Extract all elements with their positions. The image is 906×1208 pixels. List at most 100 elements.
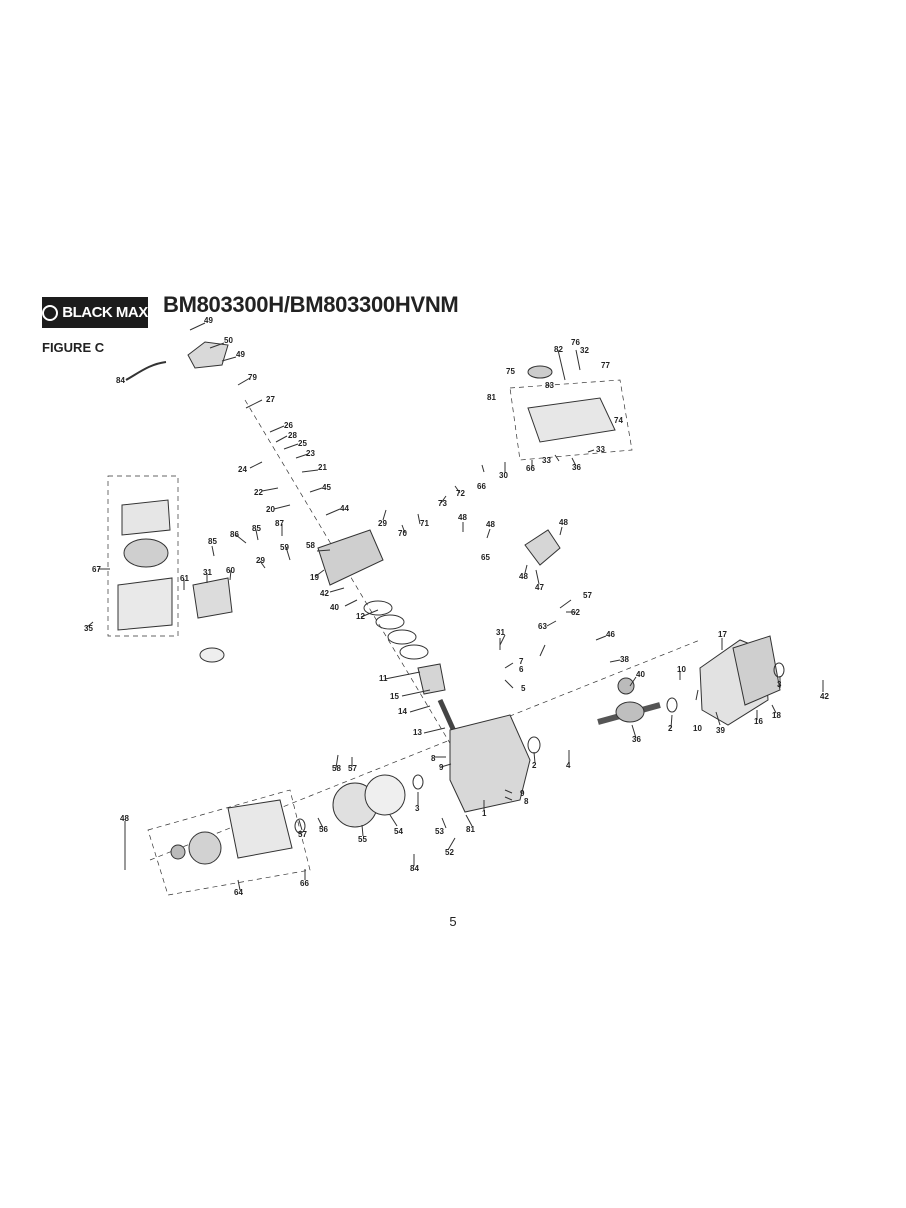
- callout-label: 49: [204, 316, 213, 325]
- callout-label: 72: [456, 489, 465, 498]
- callout-label: 70: [398, 529, 407, 538]
- callout-label: 65: [481, 553, 490, 562]
- callout-label: 85: [252, 524, 261, 533]
- callout-label: 52: [445, 848, 454, 857]
- callout-label: 40: [636, 670, 645, 679]
- callout-label: 54: [394, 827, 403, 836]
- callout-label: 56: [319, 825, 328, 834]
- callout-label: 21: [318, 463, 327, 472]
- callout-label: 66: [526, 464, 535, 473]
- callout-label: 48: [559, 518, 568, 527]
- callout-label: 82: [554, 345, 563, 354]
- callout-label: 17: [718, 630, 727, 639]
- callout-label: 44: [340, 504, 349, 513]
- callout-label: 76: [571, 338, 580, 347]
- callout-label: 79: [248, 373, 257, 382]
- callout-label: 48: [519, 572, 528, 581]
- callout-label: 38: [620, 655, 629, 664]
- callout-label: 57: [298, 830, 307, 839]
- callout-label: 74: [614, 416, 623, 425]
- callout-label: 36: [572, 463, 581, 472]
- callout-label: 58: [306, 541, 315, 550]
- callout-label: 22: [254, 488, 263, 497]
- callout-label: 60: [226, 566, 235, 575]
- callout-label: 31: [203, 568, 212, 577]
- callout-label: 3: [777, 680, 782, 689]
- callout-label: 86: [230, 530, 239, 539]
- callout-label: 42: [820, 692, 829, 701]
- callout-label: 63: [538, 622, 547, 631]
- callout-label: 55: [358, 835, 367, 844]
- callout-label: 9: [439, 763, 444, 772]
- callout-label: 4: [566, 761, 571, 770]
- brand-logo: BLACK MAX: [42, 297, 148, 328]
- callout-label: 58: [332, 764, 341, 773]
- callout-label: 25: [298, 439, 307, 448]
- callout-label: 15: [390, 692, 399, 701]
- callout-label: 61: [180, 574, 189, 583]
- callout-label: 33: [596, 445, 605, 454]
- callout-label: 7: [519, 657, 524, 666]
- callout-label: 29: [378, 519, 387, 528]
- callout-label: 48: [458, 513, 467, 522]
- callout-label: 6: [519, 665, 524, 674]
- callout-label: 1: [482, 809, 487, 818]
- callout-label: 13: [413, 728, 422, 737]
- callout-label: 67: [92, 565, 101, 574]
- callout-label: 75: [506, 367, 515, 376]
- callout-label: 83: [545, 381, 554, 390]
- callout-label: 10: [693, 724, 702, 733]
- callout-label: 42: [320, 589, 329, 598]
- callout-label: 50: [224, 336, 233, 345]
- callout-label: 48: [120, 814, 129, 823]
- callout-label: 18: [772, 711, 781, 720]
- callout-label: 46: [606, 630, 615, 639]
- callout-label: 12: [356, 612, 365, 621]
- callout-label: 57: [348, 764, 357, 773]
- logo-text: BLACK MAX: [62, 304, 148, 321]
- callout-label: 16: [754, 717, 763, 726]
- callout-label: 39: [716, 726, 725, 735]
- callout-label: 66: [477, 482, 486, 491]
- callout-label: 2: [668, 724, 673, 733]
- callout-label: 33: [542, 456, 551, 465]
- callout-label: 47: [535, 583, 544, 592]
- callout-label: 36: [632, 735, 641, 744]
- callout-label: 62: [571, 608, 580, 617]
- callout-label: 8: [524, 797, 529, 806]
- callout-label: 84: [116, 376, 125, 385]
- callout-label: 59: [280, 543, 289, 552]
- callout-label: 49: [236, 350, 245, 359]
- callout-label: 23: [306, 449, 315, 458]
- callout-label: 8: [431, 754, 436, 763]
- page-number: 5: [449, 914, 457, 929]
- callout-label: 30: [499, 471, 508, 480]
- callout-label: 31: [496, 628, 505, 637]
- callout-label: 45: [322, 483, 331, 492]
- callout-label: 73: [438, 499, 447, 508]
- callout-label: 24: [238, 465, 247, 474]
- callout-label: 28: [288, 431, 297, 440]
- callout-label: 66: [300, 879, 309, 888]
- callout-label: 81: [466, 825, 475, 834]
- callout-label: 29: [256, 556, 265, 565]
- callout-label: 40: [330, 603, 339, 612]
- callout-label: 9: [520, 789, 525, 798]
- callout-label: 77: [601, 361, 610, 370]
- callout-label: 19: [310, 573, 319, 582]
- callout-label: 87: [275, 519, 284, 528]
- callout-label: 26: [284, 421, 293, 430]
- callout-label: 84: [410, 864, 419, 873]
- callout-label: 64: [234, 888, 243, 897]
- callout-label: 32: [580, 346, 589, 355]
- callout-label: 3: [415, 804, 420, 813]
- callout-label: 85: [208, 537, 217, 546]
- callout-label: 53: [435, 827, 444, 836]
- bear-logo-icon: [42, 304, 59, 321]
- callout-label: 10: [677, 665, 686, 674]
- callout-label: 14: [398, 707, 407, 716]
- page-title: BM803300H/BM803300HVNM: [163, 292, 459, 317]
- callout-label: 5: [521, 684, 526, 693]
- figure-label: FIGURE C: [42, 340, 105, 355]
